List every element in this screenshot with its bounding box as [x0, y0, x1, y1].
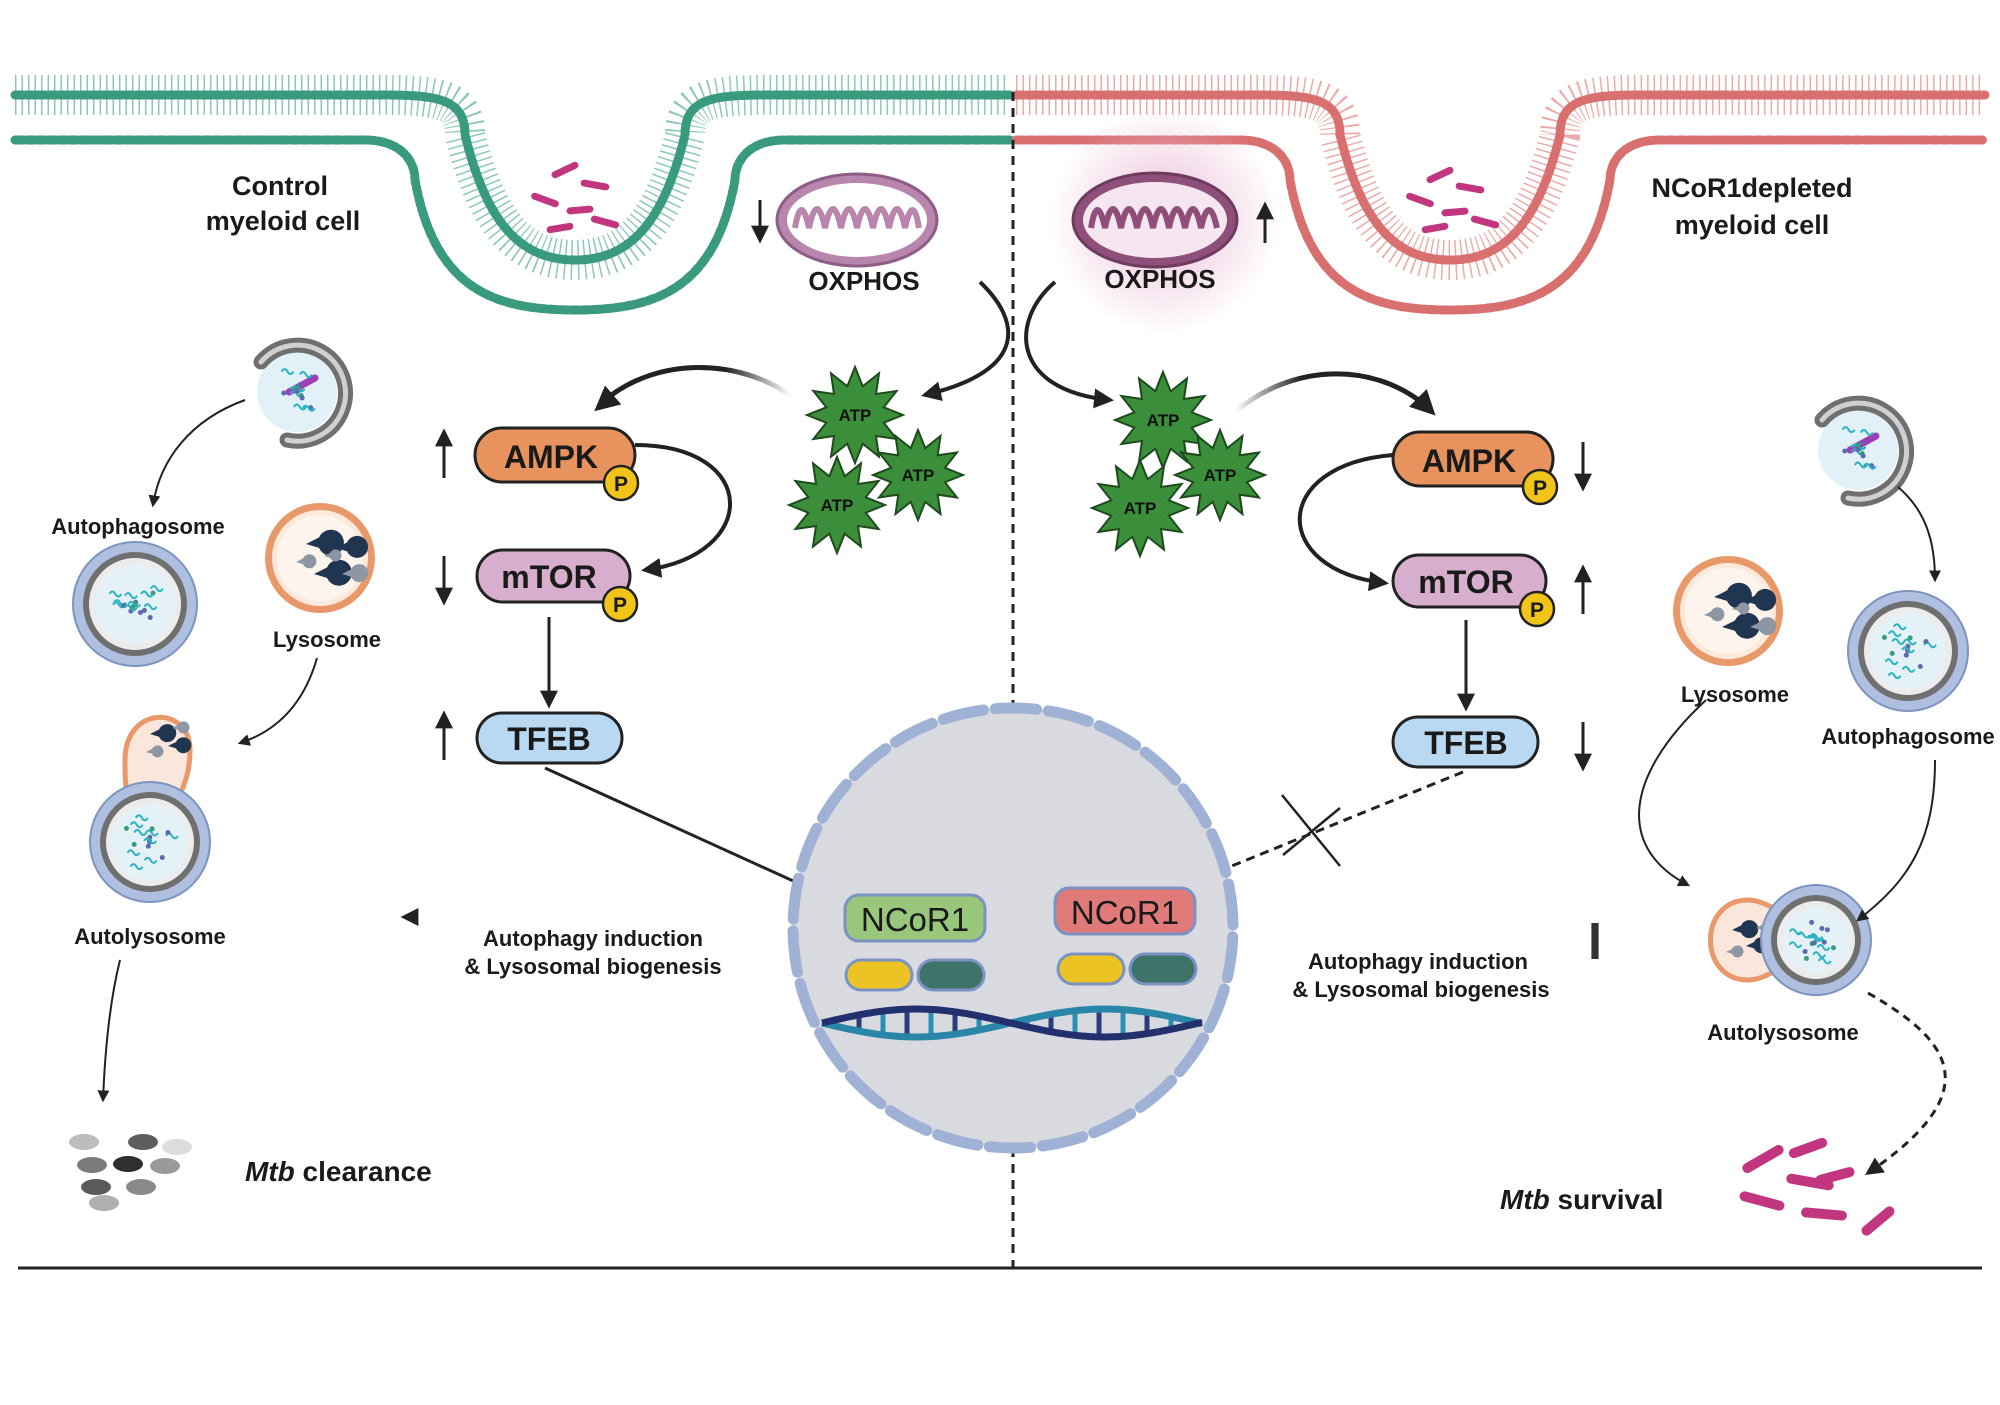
- ampk-to-mtor-arrow-left: [634, 443, 732, 578]
- atp-to-ampk-arrow-right: [1233, 371, 1427, 414]
- svg-text:P: P: [614, 473, 628, 496]
- mtor-box-left: mTOR: [475, 548, 632, 604]
- svg-text:ATP: ATP: [1204, 466, 1237, 485]
- corepressor-yellow-left: [844, 958, 914, 992]
- phagophore-left: [253, 337, 353, 449]
- autolysosome-label-left: Autolysosome: [74, 924, 226, 949]
- lysosome-label-left: Lysosome: [273, 627, 381, 652]
- phagophore-to-autophagosome-arrow-right: [1897, 486, 1941, 583]
- mtor-phospho-right: P: [1518, 590, 1556, 628]
- depleted-cell-label-line1: NCoR1depleted: [1651, 173, 1852, 203]
- mitochondrion-left: [775, 172, 939, 268]
- autophagosome-to-autolysosome-arrow-right: [1856, 759, 1936, 922]
- oxphos-label-right: OXPHOS: [1104, 264, 1215, 294]
- svg-text:ATP: ATP: [1124, 499, 1157, 518]
- svg-text:ATP: ATP: [839, 406, 872, 425]
- tfeb-box-left: TFEB: [475, 711, 624, 765]
- svg-text:mTOR: mTOR: [1418, 564, 1513, 600]
- svg-text:NCoR1: NCoR1: [1071, 894, 1179, 931]
- svg-text:P: P: [613, 594, 627, 617]
- svg-text:P: P: [1533, 477, 1547, 500]
- autolysosome-to-clearance-arrow: [97, 959, 121, 1103]
- nucleus: NCoR1 NCoR1: [787, 702, 1239, 1154]
- lysosome-to-autolysosome-arrow-right: [1638, 699, 1707, 887]
- tfeb-to-ncor1-arrow-left: [544, 766, 839, 903]
- corepressor-teal-right: [1128, 952, 1198, 986]
- oxphos-label-left: OXPHOS: [808, 266, 919, 296]
- engulfed-bacteria-left: [531, 161, 620, 234]
- svg-text:P: P: [1530, 599, 1544, 622]
- outcome-left: Mtb clearance: [245, 1156, 432, 1187]
- outcome-right: Mtb survival: [1500, 1184, 1663, 1215]
- svg-text:TFEB: TFEB: [1424, 725, 1508, 761]
- svg-text:AMPK: AMPK: [1422, 443, 1516, 479]
- atp-cluster-right: ATP ATP ATP: [1089, 369, 1268, 559]
- ampk-phospho-left: P: [602, 464, 640, 502]
- autolysosome-left: [89, 714, 211, 903]
- oxphos-to-atp-arrow-right: [1024, 280, 1114, 409]
- lysosome-to-autolysosome-arrow-left: [237, 657, 318, 746]
- effect-label-left-line2: & Lysosomal biogenesis: [464, 954, 721, 979]
- svg-text:ATP: ATP: [902, 466, 935, 485]
- autolysosome-label-right: Autolysosome: [1707, 1020, 1859, 1045]
- tfeb-box-right: TFEB: [1391, 715, 1540, 769]
- autophagosome-left: [72, 541, 198, 667]
- corepressor-yellow-right: [1056, 952, 1126, 986]
- depleted-cell-label-line2: myeloid cell: [1675, 210, 1830, 240]
- ncor1-box-left: NCoR1: [843, 893, 987, 943]
- ampk-phospho-right: P: [1521, 468, 1559, 506]
- effect-label-left-line1: Autophagy induction: [483, 926, 703, 951]
- atp-to-ampk-arrow-left: [603, 365, 792, 402]
- dna-helix: [821, 1005, 1203, 1041]
- mtor-phospho-left: P: [601, 585, 639, 623]
- control-cell-membrane: [10, 75, 1015, 315]
- effect-label-right-line1: Autophagy induction: [1308, 949, 1528, 974]
- control-cell-label-line1: Control: [232, 171, 328, 201]
- svg-text:TFEB: TFEB: [507, 721, 591, 757]
- block-cross: [1281, 794, 1341, 867]
- lysosome-label-right: Lysosome: [1681, 682, 1789, 707]
- surviving-bacteria: [1739, 1137, 1895, 1236]
- atp-cluster-left: ATP ATP ATP: [786, 364, 966, 556]
- ampk-box-left: AMPK: [473, 426, 637, 484]
- svg-text:ATP: ATP: [821, 496, 854, 515]
- phagophore-right: [1814, 395, 1914, 507]
- lysosome-left: [265, 503, 375, 613]
- svg-text:NCoR1: NCoR1: [861, 901, 969, 938]
- svg-text:ATP: ATP: [1147, 411, 1180, 430]
- oxphos-to-atp-arrow-left: [921, 280, 1011, 402]
- corepressor-teal-left: [916, 958, 986, 992]
- lysosome-right: [1673, 556, 1783, 666]
- mtor-box-right: mTOR: [1391, 553, 1548, 609]
- autolysosome-right: [1708, 884, 1872, 996]
- autophagosome-right: [1847, 590, 1969, 712]
- cleared-bacteria: [69, 1134, 192, 1211]
- engulfed-bacteria-right: [1406, 166, 1500, 234]
- mitochondrion-right: [1071, 171, 1239, 269]
- tfeb-to-ncor1-blocked-arrow-right: [1181, 770, 1464, 888]
- svg-text:AMPK: AMPK: [504, 439, 598, 475]
- ampk-to-mtor-arrow-right: [1297, 453, 1394, 592]
- autolysosome-to-survival-arrow: [1865, 991, 1947, 1176]
- effect-label-right-line2: & Lysosomal biogenesis: [1292, 977, 1549, 1002]
- autophagosome-label-right: Autophagosome: [1821, 724, 1995, 749]
- depleted-cell-membrane: [1011, 75, 1990, 315]
- control-cell-label-line2: myeloid cell: [206, 206, 361, 236]
- svg-text:mTOR: mTOR: [501, 559, 596, 595]
- autophagosome-label-left: Autophagosome: [51, 514, 225, 539]
- phagophore-to-autophagosome-arrow-left: [148, 399, 246, 508]
- ncor1-box-right: NCoR1: [1053, 886, 1197, 936]
- ampk-box-right: AMPK: [1391, 430, 1555, 488]
